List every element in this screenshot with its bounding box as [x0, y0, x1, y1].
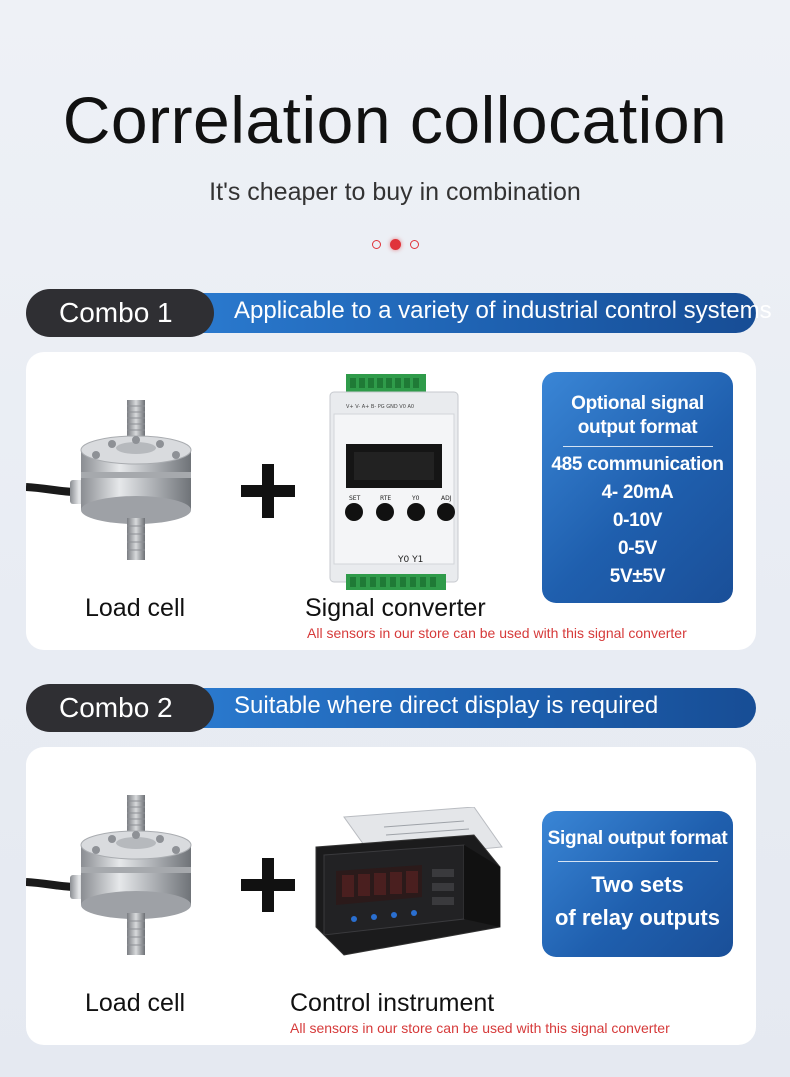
- svg-text:Y0: Y0: [411, 495, 420, 502]
- info-divider: [557, 861, 718, 862]
- combo2-card: Control instrument Load cell All sensors…: [26, 747, 756, 1045]
- info-item: 485 communication: [551, 454, 724, 475]
- svg-text:RTE: RTE: [380, 495, 391, 502]
- info-divider: [562, 446, 713, 447]
- combo2-description-bar: [176, 688, 756, 728]
- info-item: 0-5V: [618, 538, 657, 559]
- info-item: 0-10V: [612, 510, 663, 531]
- combo1-description-bar: [176, 293, 756, 333]
- load-cell-image: [26, 795, 192, 955]
- combo2-description: Suitable where direct display is require…: [234, 692, 659, 719]
- dot-2-active[interactable]: [389, 239, 401, 250]
- combo1-info-box: Optional signal output format 485 commun…: [542, 372, 733, 603]
- combo1-right-label: Signal converter: [305, 594, 486, 622]
- signal-converter-image: V+ V- A+ B- PG GND V0 A0 SET RTE Y0 ADJ …: [329, 374, 459, 590]
- combo1-left-label: Load cell: [85, 594, 186, 622]
- combo1-description: Applicable to a variety of industrial co…: [234, 297, 772, 324]
- info-title-line2: output format: [577, 417, 698, 438]
- pagination-dots: [0, 239, 790, 250]
- svg-text:Y0 Y1: Y0 Y1: [397, 555, 423, 565]
- combo1-note: All sensors in our store can be used wit…: [307, 625, 687, 641]
- info-title: Signal output format: [547, 828, 728, 849]
- plus-icon: [241, 858, 295, 912]
- page-subtitle: It's cheaper to buy in combination: [209, 178, 581, 206]
- combo2-left-label-alt: Control instrument: [290, 989, 495, 1017]
- svg-text:ADJ: ADJ: [441, 495, 452, 502]
- combo2-note: All sensors in our store can be used wit…: [290, 1020, 670, 1036]
- dot-1[interactable]: [371, 240, 381, 249]
- combo2-left-label: Load cell: [85, 989, 186, 1017]
- load-cell-image: [26, 400, 192, 560]
- svg-text:V+ V- A+ B- PG GND V0 A0: V+ V- A+ B- PG GND V0 A0: [346, 404, 414, 410]
- combo1-pill: Combo 1: [26, 289, 214, 337]
- info-item: 5V±5V: [609, 566, 666, 587]
- control-instrument-image: [315, 807, 503, 956]
- combo1-header: Applicable to a variety of industrial co…: [26, 289, 772, 337]
- svg-text:SET: SET: [349, 495, 361, 502]
- combo2-pill: Combo 2: [26, 684, 214, 732]
- info-line1: Two sets: [591, 872, 684, 897]
- page-title: Correlation collocation: [62, 83, 728, 157]
- combo1-card: V+ V- A+ B- PG GND V0 A0 SET RTE Y0 ADJ …: [26, 352, 756, 650]
- plus-icon: [241, 464, 295, 518]
- combo2-header: Suitable where direct display is require…: [26, 684, 756, 732]
- info-title-line1: Optional signal: [571, 393, 704, 414]
- dot-3[interactable]: [409, 240, 419, 249]
- info-line2: of relay outputs: [554, 905, 720, 930]
- info-item: 4- 20mA: [601, 482, 674, 503]
- combo2-info-box: Signal output format Two sets of relay o…: [542, 811, 733, 957]
